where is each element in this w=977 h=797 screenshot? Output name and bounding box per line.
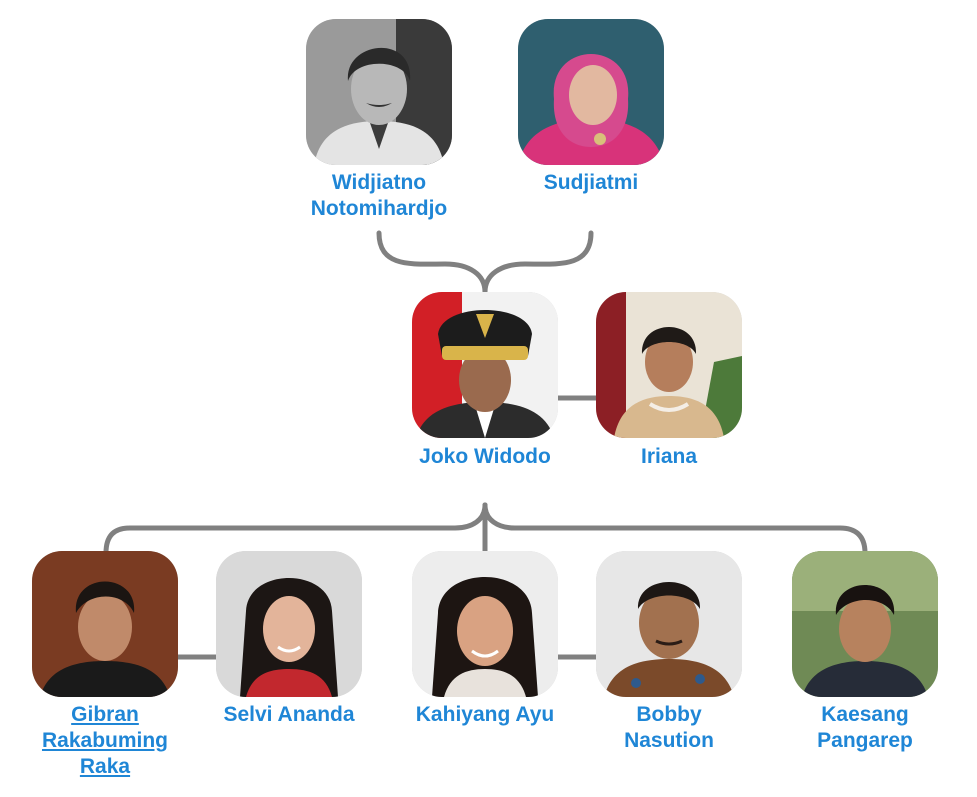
parent-to-children-connector xyxy=(482,502,868,556)
person-name-bobby-nasution: Bobby Nasution xyxy=(624,703,714,752)
portrait-kahiyang-ayu xyxy=(412,551,558,697)
portrait-selvi-ananda xyxy=(216,551,362,697)
portrait-kaesang-pangarep xyxy=(792,551,938,697)
young-man-portrait-icon xyxy=(792,551,938,697)
portrait-widjiatno xyxy=(306,19,452,165)
person-name-joko-widodo: Joko Widodo xyxy=(419,445,551,468)
person-name-kahiyang-ayu: Kahiyang Ayu xyxy=(415,703,555,726)
person-name-gibran-link[interactable]: Gibran Rakabuming Raka xyxy=(41,703,169,778)
person-name-widjiatno: Widjiatno Notomihardjo xyxy=(310,171,448,220)
portrait-joko-widodo xyxy=(412,292,558,438)
person-name-selvi-ananda: Selvi Ananda xyxy=(223,703,355,726)
portrait-bobby-nasution xyxy=(596,551,742,697)
woman-pink-hijab-portrait-icon xyxy=(518,19,664,165)
person-name-sudjiatmi: Sudjiatmi xyxy=(543,171,639,194)
man-batik-portrait-icon xyxy=(596,551,742,697)
person-name-kaesang-pangarep: Kaesang Pangarep xyxy=(817,703,913,752)
person-name-iriana: Iriana xyxy=(640,445,698,468)
portrait-gibran xyxy=(32,551,178,697)
woman-smiling-portrait-icon xyxy=(216,551,362,697)
young-man-portrait-icon xyxy=(32,551,178,697)
parents-to-child-connector xyxy=(482,230,594,295)
grayscale-man-portrait-icon xyxy=(306,19,452,165)
portrait-sudjiatmi xyxy=(518,19,664,165)
parents-to-child-connector xyxy=(376,230,488,295)
woman-smiling-portrait-icon xyxy=(412,551,558,697)
man-officer-cap-portrait-icon xyxy=(412,292,558,438)
portrait-iriana xyxy=(596,292,742,438)
woman-portrait-icon xyxy=(596,292,742,438)
parent-to-children-connector xyxy=(103,502,488,556)
